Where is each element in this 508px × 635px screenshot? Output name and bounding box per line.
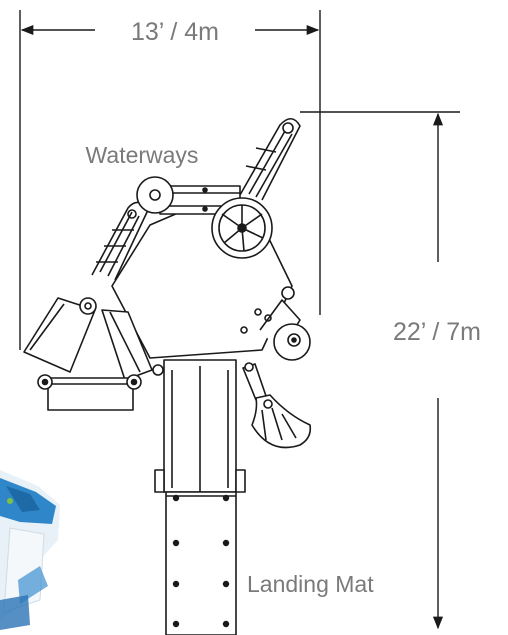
bench (37, 374, 142, 411)
left-panels (23, 297, 153, 381)
length-dimension: 22’ / 7m (300, 111, 481, 630)
length-label: 22’ / 7m (393, 318, 481, 346)
water-wheel (211, 197, 273, 259)
landing-mat (165, 491, 237, 635)
waterway-right (239, 117, 301, 201)
width-label: 13’ / 4m (131, 18, 219, 46)
side-wheel (259, 286, 311, 361)
spray-bell (242, 362, 312, 449)
width-dimension: 13’ / 4m (19, 10, 321, 350)
product-photo-fragment (0, 470, 60, 630)
waterways-label: Waterways (86, 142, 199, 168)
play-structure (23, 117, 312, 635)
landing-mat-label: Landing Mat (247, 571, 374, 597)
slide (154, 359, 246, 493)
